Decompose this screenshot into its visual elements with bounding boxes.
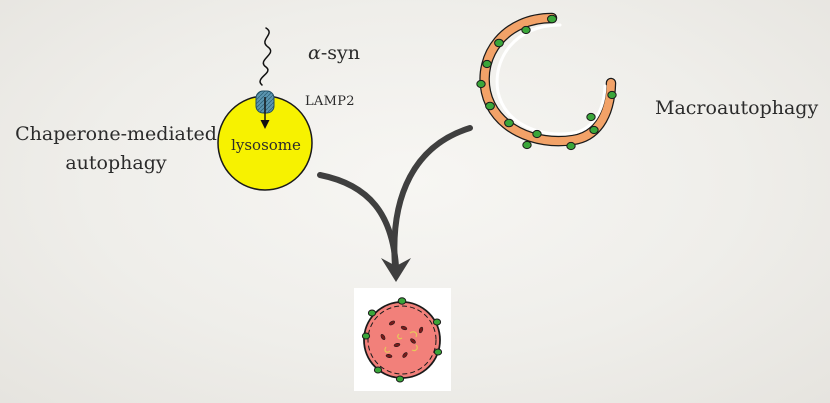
- autolysosome: [354, 288, 451, 391]
- cma-label: Chaperone-mediated autophagy: [6, 120, 226, 178]
- cma-label-line2: autophagy: [65, 152, 167, 174]
- lamp2-receptor: [255, 90, 275, 129]
- lamp2-label: LAMP2: [305, 94, 355, 109]
- alpha-syn-label: α-syn: [308, 42, 360, 64]
- macroautophagy-label: Macroautophagy: [655, 97, 819, 119]
- phagophore-vesicles: [476, 14, 617, 151]
- converging-arrows: [317, 125, 473, 282]
- arrow-head: [381, 258, 411, 282]
- autolysosome-vesicles: [361, 297, 443, 383]
- alpha-symbol: α: [308, 42, 321, 64]
- autolysosome-fragments: [384, 331, 418, 353]
- cma-label-line1: Chaperone-mediated: [15, 123, 217, 145]
- phagophore: [476, 12, 617, 151]
- alpha-syn-suffix: -syn: [320, 42, 360, 64]
- lysosome-label: lysosome: [231, 136, 301, 154]
- alpha-syn-chain: [259, 27, 272, 86]
- autolysosome-cargo: [380, 320, 424, 358]
